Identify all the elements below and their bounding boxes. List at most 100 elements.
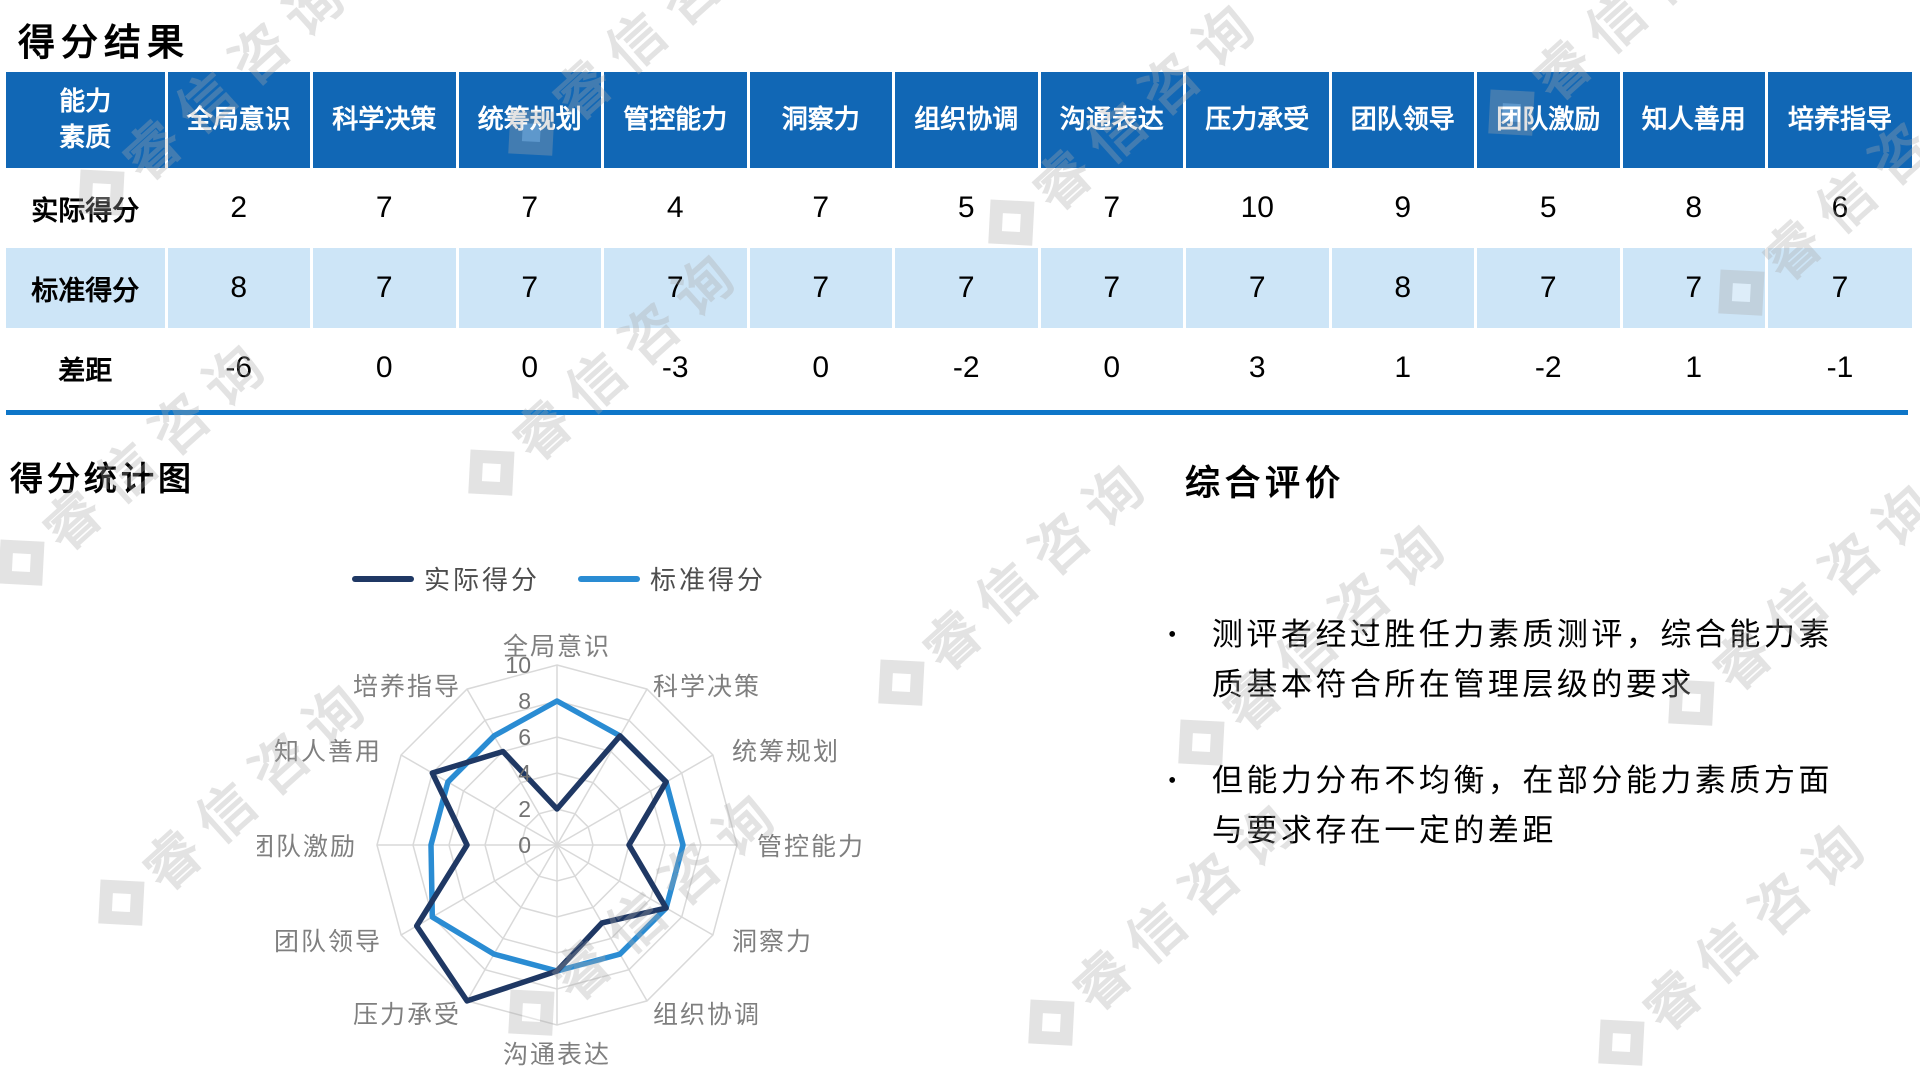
- radar-grid-ring: [520, 808, 594, 882]
- header-col: 团队激励: [1474, 72, 1621, 168]
- score-cell: -2: [892, 328, 1039, 408]
- score-cell: 4: [601, 168, 748, 248]
- score-cell: 7: [1037, 168, 1185, 248]
- score-cell: 7: [1619, 248, 1767, 328]
- score-cell: 7: [310, 168, 457, 248]
- radar-grid-ring: [376, 664, 738, 1026]
- radar-axis-label: 管控能力: [757, 833, 865, 861]
- radar-axis-label: 培养指导: [353, 673, 461, 701]
- evaluation-list: • 测评者经过胜任力素质测评，综合能力素质基本符合所在管理层级的要求 • 但能力…: [1168, 610, 1868, 902]
- score-cell: 8: [1328, 248, 1476, 328]
- evaluation-title: 综合评价: [1185, 464, 1346, 503]
- header-col: 管控能力: [601, 72, 748, 168]
- radar-axis-label: 全局意识: [503, 633, 611, 661]
- score-cell: -1: [1765, 328, 1912, 408]
- radar-grid-spoke: [556, 688, 648, 846]
- radar-axis-label: 统筹规划: [732, 738, 840, 766]
- radar-grid-ring: [484, 772, 630, 918]
- score-cell: 7: [746, 168, 894, 248]
- row-label: 标准得分: [31, 275, 140, 306]
- score-cell: -6: [164, 328, 312, 408]
- score-results-title: 得分结果: [18, 23, 190, 64]
- radar-grid-spoke: [466, 844, 558, 1002]
- radar-tick-label: 10: [505, 652, 531, 678]
- radar-grid-spoke: [556, 844, 714, 936]
- header-col: 沟通表达: [1037, 72, 1185, 168]
- radar-tick-label: 8: [518, 688, 531, 714]
- chart-section-title: 得分统计图: [10, 462, 195, 498]
- header-col: 全局意识: [164, 72, 312, 168]
- score-cell: 7: [746, 248, 894, 328]
- table-header-row: 能力素质 全局意识科学决策统筹规划管控能力洞察力组织协调沟通表达压力承受团队领导…: [6, 72, 1912, 168]
- brand-cube-logo-icon: [467, 449, 515, 496]
- radar-tick-label: 2: [518, 796, 531, 822]
- radar-tick-label: 4: [518, 760, 531, 786]
- brand-cube-logo-icon: [1027, 999, 1075, 1046]
- bullet-icon: •: [1168, 622, 1180, 648]
- evaluation-bullet: • 测评者经过胜任力素质测评，综合能力素质基本符合所在管理层级的要求: [1168, 610, 1868, 710]
- score-cell: 2: [164, 168, 312, 248]
- legend-label-standard: 标准得分: [650, 566, 767, 595]
- score-cell: 7: [455, 248, 603, 328]
- score-cell: 9: [1328, 168, 1476, 248]
- score-cell: 6: [1765, 168, 1912, 248]
- watermark-text: 睿信咨询: [912, 445, 1168, 684]
- score-cell: -2: [1474, 328, 1621, 408]
- legend-item-actual: 实际得分: [352, 560, 540, 597]
- brand-cube-logo-icon: [97, 879, 145, 926]
- legend-swatch-standard-icon: [578, 575, 641, 582]
- radar-grid-spoke: [400, 754, 558, 846]
- row-label: 差距: [58, 355, 113, 386]
- score-cell: 7: [892, 248, 1039, 328]
- radar-axis-label: 团队领导: [274, 928, 382, 956]
- evaluation-bullet-text: 测评者经过胜任力素质测评，综合能力素质基本符合所在管理层级的要求: [1211, 617, 1833, 702]
- evaluation-bullet: • 但能力分布不均衡，在部分能力素质方面与要求存在一定的差距: [1168, 756, 1868, 856]
- score-cell: 10: [1183, 168, 1330, 248]
- score-cell: 1: [1619, 328, 1767, 408]
- radar-legend: 实际得分 标准得分: [352, 560, 766, 597]
- score-cell: 0: [746, 328, 894, 408]
- score-cell: -3: [601, 328, 748, 408]
- score-cell: 7: [601, 248, 748, 328]
- radar-axis-label: 科学决策: [653, 673, 761, 701]
- table-bottom-rule: [6, 410, 1908, 415]
- score-cell: 1: [1328, 328, 1476, 408]
- header-ability-quality: 能力素质: [6, 72, 166, 168]
- score-cell: 7: [310, 248, 457, 328]
- radar-axis-label: 洞察力: [732, 928, 813, 956]
- radar-grid-spoke: [400, 844, 558, 936]
- header-col: 洞察力: [746, 72, 894, 168]
- score-cell: 3: [1183, 328, 1330, 408]
- legend-swatch-actual-icon: [352, 575, 414, 582]
- radar-axis-label: 压力承受: [353, 1001, 461, 1029]
- score-cell: 8: [1619, 168, 1767, 248]
- score-cell: 7: [1474, 248, 1621, 328]
- score-cell: 0: [310, 328, 457, 408]
- header-col: 知人善用: [1619, 72, 1767, 168]
- header-col: 团队领导: [1328, 72, 1476, 168]
- header-col: 压力承受: [1183, 72, 1330, 168]
- radar-axis-label: 知人善用: [274, 738, 382, 766]
- radar-tick-label: 0: [518, 832, 531, 858]
- radar-tick-label: 6: [518, 724, 531, 750]
- legend-label-actual: 实际得分: [424, 566, 541, 595]
- bullet-icon: •: [1168, 768, 1180, 794]
- row-label: 实际得分: [31, 195, 140, 226]
- score-cell: 7: [1765, 248, 1912, 328]
- radar-axis-label: 沟通表达: [503, 1041, 611, 1069]
- score-cell: 7: [1037, 248, 1185, 328]
- score-cell: 5: [1474, 168, 1621, 248]
- radar-grid-spoke: [556, 754, 714, 846]
- radar-axis-label: 组织协调: [653, 1001, 761, 1029]
- series-polygon-actual: [413, 733, 669, 1004]
- score-table: 能力素质 全局意识科学决策统筹规划管控能力洞察力组织协调沟通表达压力承受团队领导…: [6, 72, 1912, 408]
- header-col: 科学决策: [310, 72, 457, 168]
- brand-cube-logo-icon: [0, 539, 45, 586]
- legend-item-standard: 标准得分: [578, 560, 766, 597]
- radar-grid-ring: [448, 736, 666, 954]
- score-cell: 5: [892, 168, 1039, 248]
